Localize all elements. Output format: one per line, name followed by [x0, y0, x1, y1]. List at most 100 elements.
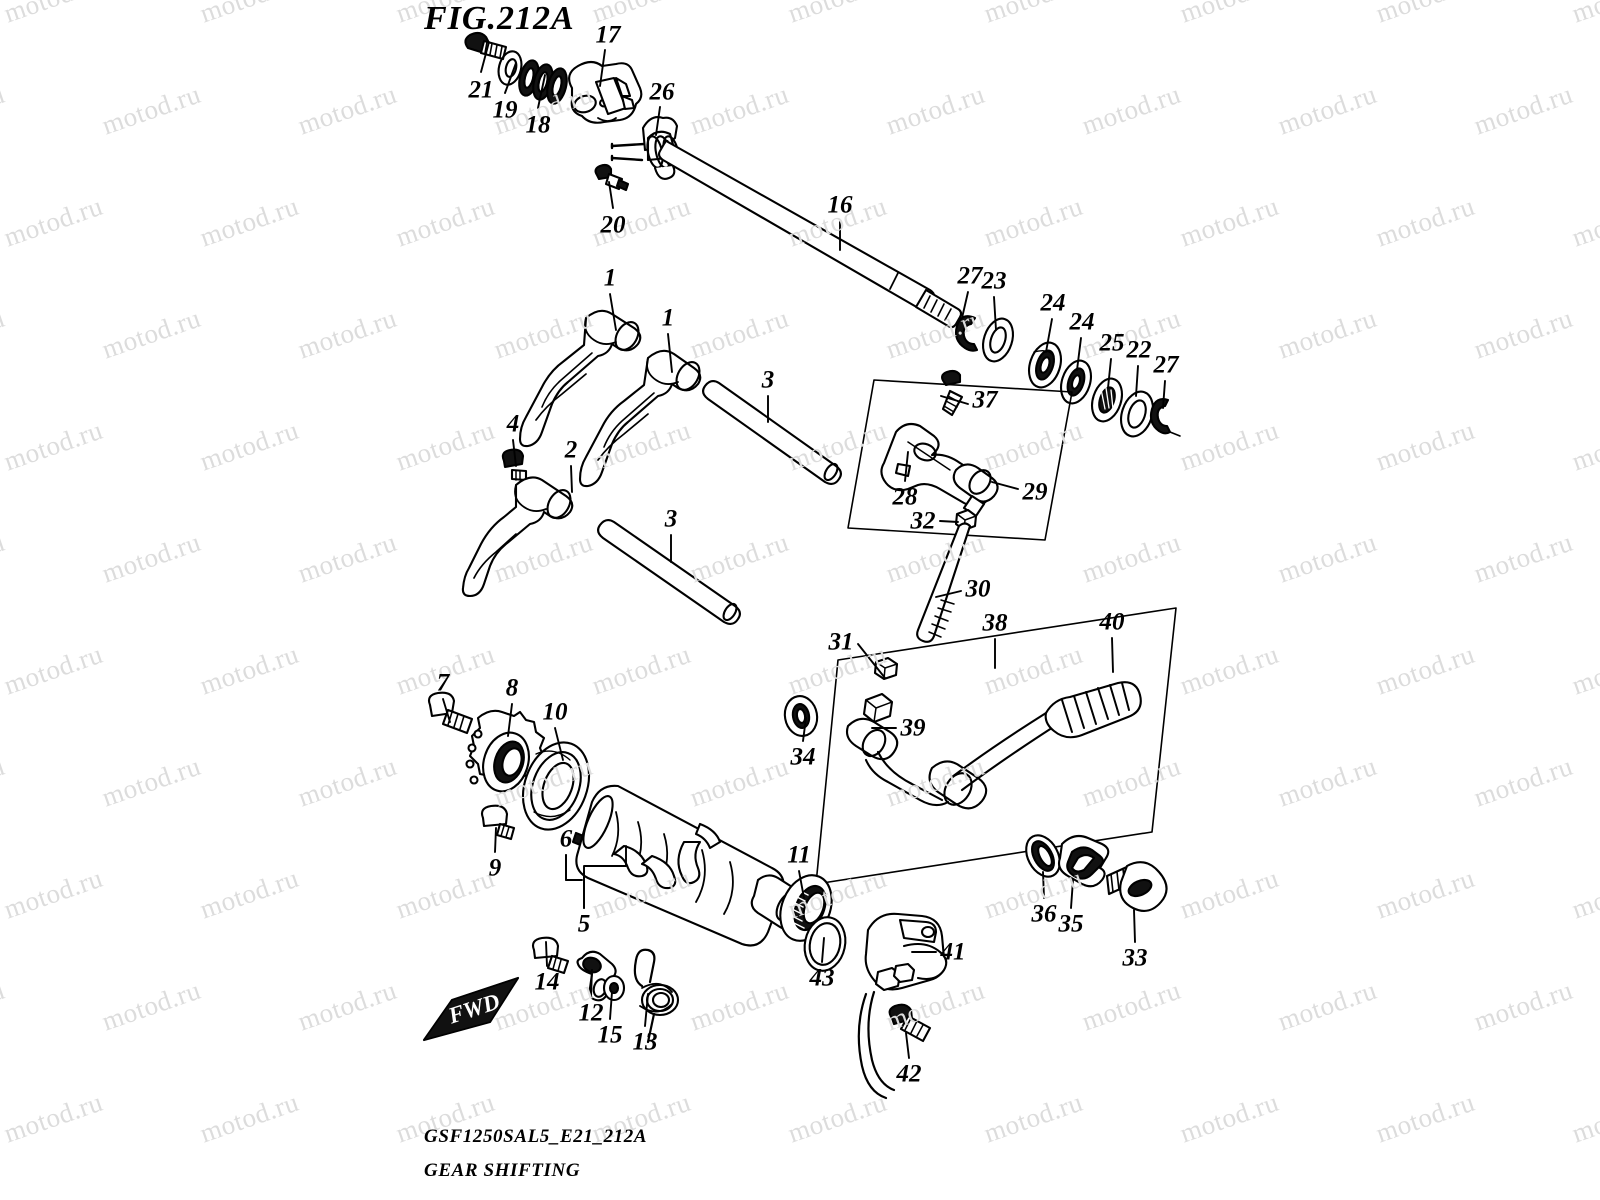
callout-leader-line: [512, 439, 517, 467]
callout-number: 31: [828, 628, 854, 656]
callout-number: 5: [577, 910, 591, 938]
part-28-29-assembly-box: [847, 379, 1073, 541]
callout-number: 9: [488, 854, 502, 882]
callout-leader-line: [537, 74, 546, 109]
callout-leader-line: [545, 941, 548, 967]
part-18-spring: [518, 59, 568, 105]
callout-number: 35: [1058, 910, 1084, 938]
callout-leader-line: [1111, 637, 1114, 673]
callout-leader-line: [1133, 909, 1136, 943]
part-17-shift-cam-plate: [568, 60, 643, 124]
callout-number: 3: [664, 505, 678, 533]
callout-leader-line: [504, 62, 517, 94]
callout-number: 38: [982, 609, 1008, 637]
callout-number: 42: [896, 1060, 922, 1088]
part-43-o-ring: [803, 916, 847, 972]
callout-bracket: [565, 854, 583, 881]
callout-leader-line: [590, 969, 593, 998]
callout-leader-line: [905, 1032, 910, 1059]
part-1-shift-fork-b: [578, 349, 702, 488]
callout-number: 39: [900, 714, 926, 742]
part-27-circlip-right: [1149, 398, 1181, 437]
callout-number: 13: [632, 1028, 658, 1056]
part-13-torsion-spring: [633, 948, 680, 1044]
figure-title: FIG.212A: [424, 0, 575, 37]
part-1-shift-fork-a: [518, 309, 642, 448]
callout-leader-line: [857, 643, 886, 679]
part-42-screw: [888, 1003, 932, 1043]
callout-leader-line: [1107, 358, 1112, 389]
part-8-cam-stopper: [465, 709, 546, 793]
part-15-washer: [602, 974, 626, 1002]
callout-number: 22: [1126, 336, 1152, 364]
part-23-washer: [982, 317, 1014, 363]
fwd-direction-marker: [422, 976, 520, 1042]
part-25-oil-seal: [1091, 377, 1123, 423]
callout-number: 19: [492, 96, 518, 124]
part-34-oil-seal: [783, 695, 819, 737]
callout-number: 28: [892, 483, 918, 511]
footer-name: GEAR SHIFTING: [424, 1160, 581, 1181]
callout-number: 18: [525, 111, 551, 139]
callout-leader-line: [993, 296, 997, 331]
callout-leader-line: [554, 727, 564, 761]
callout-number: 20: [600, 211, 626, 239]
callout-leader-line: [904, 451, 909, 482]
callout-number: 29: [1022, 478, 1048, 506]
part-2-shift-fork: [461, 476, 574, 598]
part-36-bushing: [1025, 834, 1061, 878]
callout-leader-line: [599, 49, 606, 87]
callout-number: 3: [761, 366, 775, 394]
callout-leader-line: [644, 993, 649, 1027]
part-30-gearshift-rod: [916, 522, 972, 643]
callout-leader-line: [1162, 380, 1166, 409]
callout-number: 41: [940, 938, 966, 966]
callout-leader-line: [1076, 337, 1082, 371]
callout-number: 43: [809, 964, 835, 992]
callout-number: 23: [981, 267, 1007, 295]
callout-leader-line: [961, 291, 969, 319]
callout-leader-line: [1045, 318, 1053, 353]
callout-leader-line: [939, 520, 959, 523]
callout-number: 27: [957, 262, 983, 290]
part-19-washer: [497, 50, 523, 86]
callout-number: 37: [972, 386, 998, 414]
part-10-bearing: [522, 741, 590, 831]
callout-leader-line: [608, 181, 614, 209]
part-9-screw: [480, 804, 516, 841]
callout-number: 7: [436, 669, 450, 697]
callout-number: 6: [559, 825, 573, 853]
part-7-screw: [427, 691, 474, 735]
callout-number: 21: [468, 76, 494, 104]
callout-leader-line: [935, 590, 962, 598]
callout-leader-line: [798, 870, 805, 899]
fwd-label: FWD: [445, 988, 503, 1029]
part-24-bearing-b: [1060, 359, 1092, 405]
callout-number: 12: [578, 999, 604, 1027]
part-11-needle-bearing: [779, 874, 833, 942]
callout-leader-line: [991, 481, 1019, 490]
callout-leader-line: [494, 827, 497, 853]
callout-number: 36: [1031, 900, 1057, 928]
footer-code: GSF1250SAL5_E21_212A: [424, 1126, 648, 1147]
part-35-clip: [1057, 834, 1110, 888]
part-3-fork-shaft-upper: [702, 380, 842, 485]
callout-number: 40: [1099, 608, 1125, 636]
part-28-gearshift-arm: [880, 422, 999, 518]
callout-number: 11: [787, 841, 811, 869]
callout-number: 34: [790, 743, 816, 771]
callout-leader-line: [655, 106, 661, 136]
callout-number: 26: [649, 78, 675, 106]
callout-leader-line: [609, 991, 613, 1020]
callout-number: 10: [542, 698, 568, 726]
part-16-gearshift-shaft: [657, 139, 963, 329]
part-37-bolt: [941, 369, 964, 417]
callout-number: 4: [506, 410, 520, 438]
callout-leader-line: [667, 333, 673, 373]
callout-number: 24: [1069, 308, 1095, 336]
callout-number: 16: [827, 191, 853, 219]
callout-leader-line: [1135, 365, 1139, 397]
part-33-pivot-bolt: [1105, 861, 1168, 912]
